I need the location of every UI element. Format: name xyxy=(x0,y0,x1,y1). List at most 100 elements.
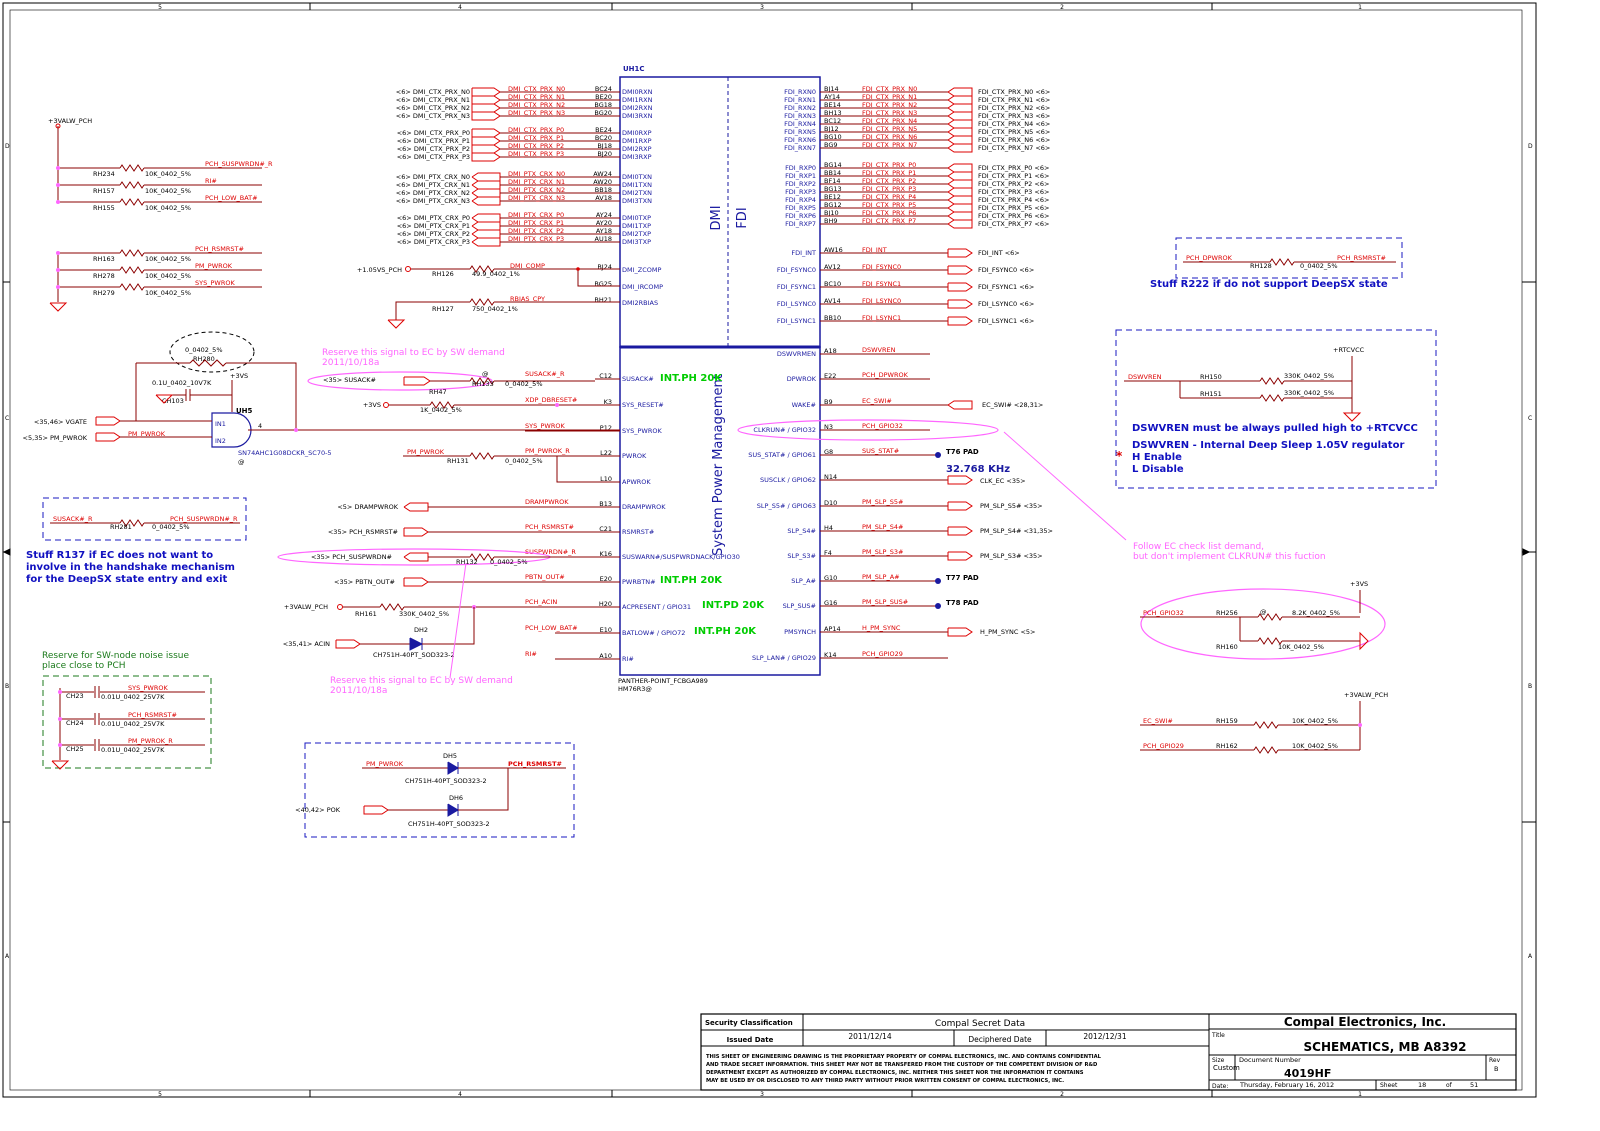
ball-number: BG20 xyxy=(594,109,612,117)
pin-name: SLP_A# xyxy=(791,577,816,585)
off-page-connector xyxy=(95,432,121,442)
fdi-net-label: FDI_FSYNC0 <6> xyxy=(978,266,1034,274)
spm-signal-name: DRAMPWROK xyxy=(525,498,569,506)
pin-name: SLP_S3# xyxy=(787,552,816,560)
test-pad-label: T76 PAD xyxy=(946,448,979,456)
component-part: CH751H-40PT_SOD323-2 xyxy=(405,777,487,785)
pulldown-resistor xyxy=(119,266,145,274)
off-page-connector xyxy=(947,627,973,637)
sheet-size: Custom xyxy=(1213,1064,1240,1072)
fdi-signal-name: FDI_CTX_PRX_P0 xyxy=(862,161,916,169)
note-leader-line xyxy=(449,562,467,679)
pin-name: BATLOW# / GPIO72 xyxy=(622,629,685,637)
off-page-connector xyxy=(471,152,501,162)
design-note: DSWVREN must be always pulled high to +R… xyxy=(1132,423,1418,434)
resistor-rh280 xyxy=(189,359,227,367)
border-column-label: 4 xyxy=(458,1091,462,1098)
off-page-connector xyxy=(947,87,973,97)
component-ref: RH131 xyxy=(447,457,469,465)
net-name: PCH_SUSPWRDN#_R xyxy=(205,160,273,168)
fdi-signal-name: FDI_FSYNC1 xyxy=(862,280,901,288)
off-page-connector xyxy=(471,196,501,206)
pin-name: FDI_FSYNC1 xyxy=(777,283,816,291)
component-value: 330K_0402_5% xyxy=(399,610,449,618)
pin-name: FDI_FSYNC0 xyxy=(777,266,816,274)
dmi-signal-name: DMI_PTX_CRX_N3 xyxy=(508,194,565,202)
component-ref: RH47 xyxy=(429,388,447,396)
pullup-resistor xyxy=(1253,746,1279,754)
off-page-connector xyxy=(947,265,973,275)
pin-name: SUSACK# xyxy=(622,375,654,383)
ball-number: AV18 xyxy=(595,194,612,202)
ball-number: G8 xyxy=(824,448,833,456)
ball-number: BJ20 xyxy=(597,150,612,158)
pin-name: DMI3RXN xyxy=(622,112,653,120)
diode-icon xyxy=(409,637,424,651)
spm-net-label: CLK_EC <35> xyxy=(980,477,1026,485)
pin-name: SUSWARN#/SUSPWRDNACK/GPIO30 xyxy=(622,553,740,561)
pin-name: CLKRUN# / GPIO32 xyxy=(753,426,816,434)
component-ref: RH278 xyxy=(93,272,115,280)
pin-name: FDI_LSYNC1 xyxy=(777,317,816,325)
pin-name: FDI_RXN1 xyxy=(784,96,816,104)
ball-number: BJ24 xyxy=(597,263,612,271)
ball-number: P12 xyxy=(600,424,612,432)
fdi-net-label: FDI_FSYNC1 <6> xyxy=(978,283,1034,291)
spm-net-label: H_PM_SYNC <5> xyxy=(980,628,1036,636)
pin-name: DMI1RXP xyxy=(622,137,652,145)
component-ref: RH155 xyxy=(93,204,115,212)
and-gate-symbol xyxy=(211,412,252,448)
component-value: 10K_0402_5% xyxy=(145,187,191,195)
ball-number: BG9 xyxy=(824,141,838,149)
off-page-connector xyxy=(363,805,389,815)
pin-name: FDI_RXN6 xyxy=(784,136,816,144)
dmi-signal-name: DMI_CTX_PRX_N2 xyxy=(508,101,565,109)
disclaimer-text: AND TRADE SECRET INFORMATION. THIS SHEET… xyxy=(706,1062,1098,1068)
component-ref: CH24 xyxy=(66,719,84,727)
net-name: EC_SWI# xyxy=(1143,717,1173,725)
fdi-signal-name: FDI_CTX_PRX_P2 xyxy=(862,177,916,185)
spm-signal-name: SUS_STAT# xyxy=(862,447,899,455)
fdi-signal-name: FDI_CTX_PRX_P3 xyxy=(862,185,916,193)
dmi-signal-name: DMI_PTX_CRX_N1 xyxy=(508,178,565,186)
junction-dot xyxy=(56,268,60,272)
ground-icon xyxy=(155,394,174,404)
rail-label: +3VALW_PCH xyxy=(48,117,92,125)
dmi-signal-name: DMI_CTX_PRX_N1 xyxy=(508,93,565,101)
resistor-rh47 xyxy=(429,401,455,409)
ground-icon xyxy=(387,319,406,329)
ball-number: L10 xyxy=(600,475,612,483)
fdi-signal-name: FDI_CTX_PRX_N2 xyxy=(862,101,917,109)
rail-label: +3VALW_PCH xyxy=(1344,691,1388,699)
component-value: 0_0402_5% xyxy=(1300,262,1338,270)
off-page-connector xyxy=(947,211,973,221)
component-value: 0.1U_0402_10V7K xyxy=(152,379,212,387)
pin-name: FDI_RXP5 xyxy=(785,204,816,212)
fdi-net-label: FDI_CTX_PRX_N7 <6> xyxy=(978,144,1050,152)
title-field-label: Issued Date xyxy=(727,1036,774,1044)
dashed-box xyxy=(304,742,575,838)
junction-dot xyxy=(1358,723,1362,727)
off-page-connector xyxy=(471,180,501,190)
net-label: <35> PBTN_OUT# xyxy=(334,578,395,586)
dmi-net-label: <6> DMI_PTX_CRX_P2 xyxy=(397,230,470,238)
ball-number: AY18 xyxy=(596,227,612,235)
dmi-signal-name: DMI_PTX_CRX_P2 xyxy=(508,227,564,235)
pin-name: DMI_IRCOMP xyxy=(622,283,663,291)
ball-number: G10 xyxy=(824,574,837,582)
dmi-signal-name: DMI_PTX_CRX_P3 xyxy=(508,235,564,243)
component-ref: DH6 xyxy=(449,794,463,802)
pin-name: SLP_LAN# / GPIO29 xyxy=(752,654,816,662)
border-column-label: 1 xyxy=(1358,4,1362,11)
spm-signal-name: PM_SLP_S4# xyxy=(862,523,903,531)
net-label: <35> SUSACK# xyxy=(323,376,376,384)
resistor-rh126 xyxy=(469,265,495,273)
fdi-signal-name: FDI_CTX_PRX_N7 xyxy=(862,141,917,149)
net-name: PM_PWROK_R xyxy=(128,737,173,745)
internal-pull-label: INT.PH 20K xyxy=(660,373,723,384)
border-row-label: A xyxy=(5,953,10,960)
fdi-net-label: FDI_LSYNC0 <6> xyxy=(978,300,1034,308)
